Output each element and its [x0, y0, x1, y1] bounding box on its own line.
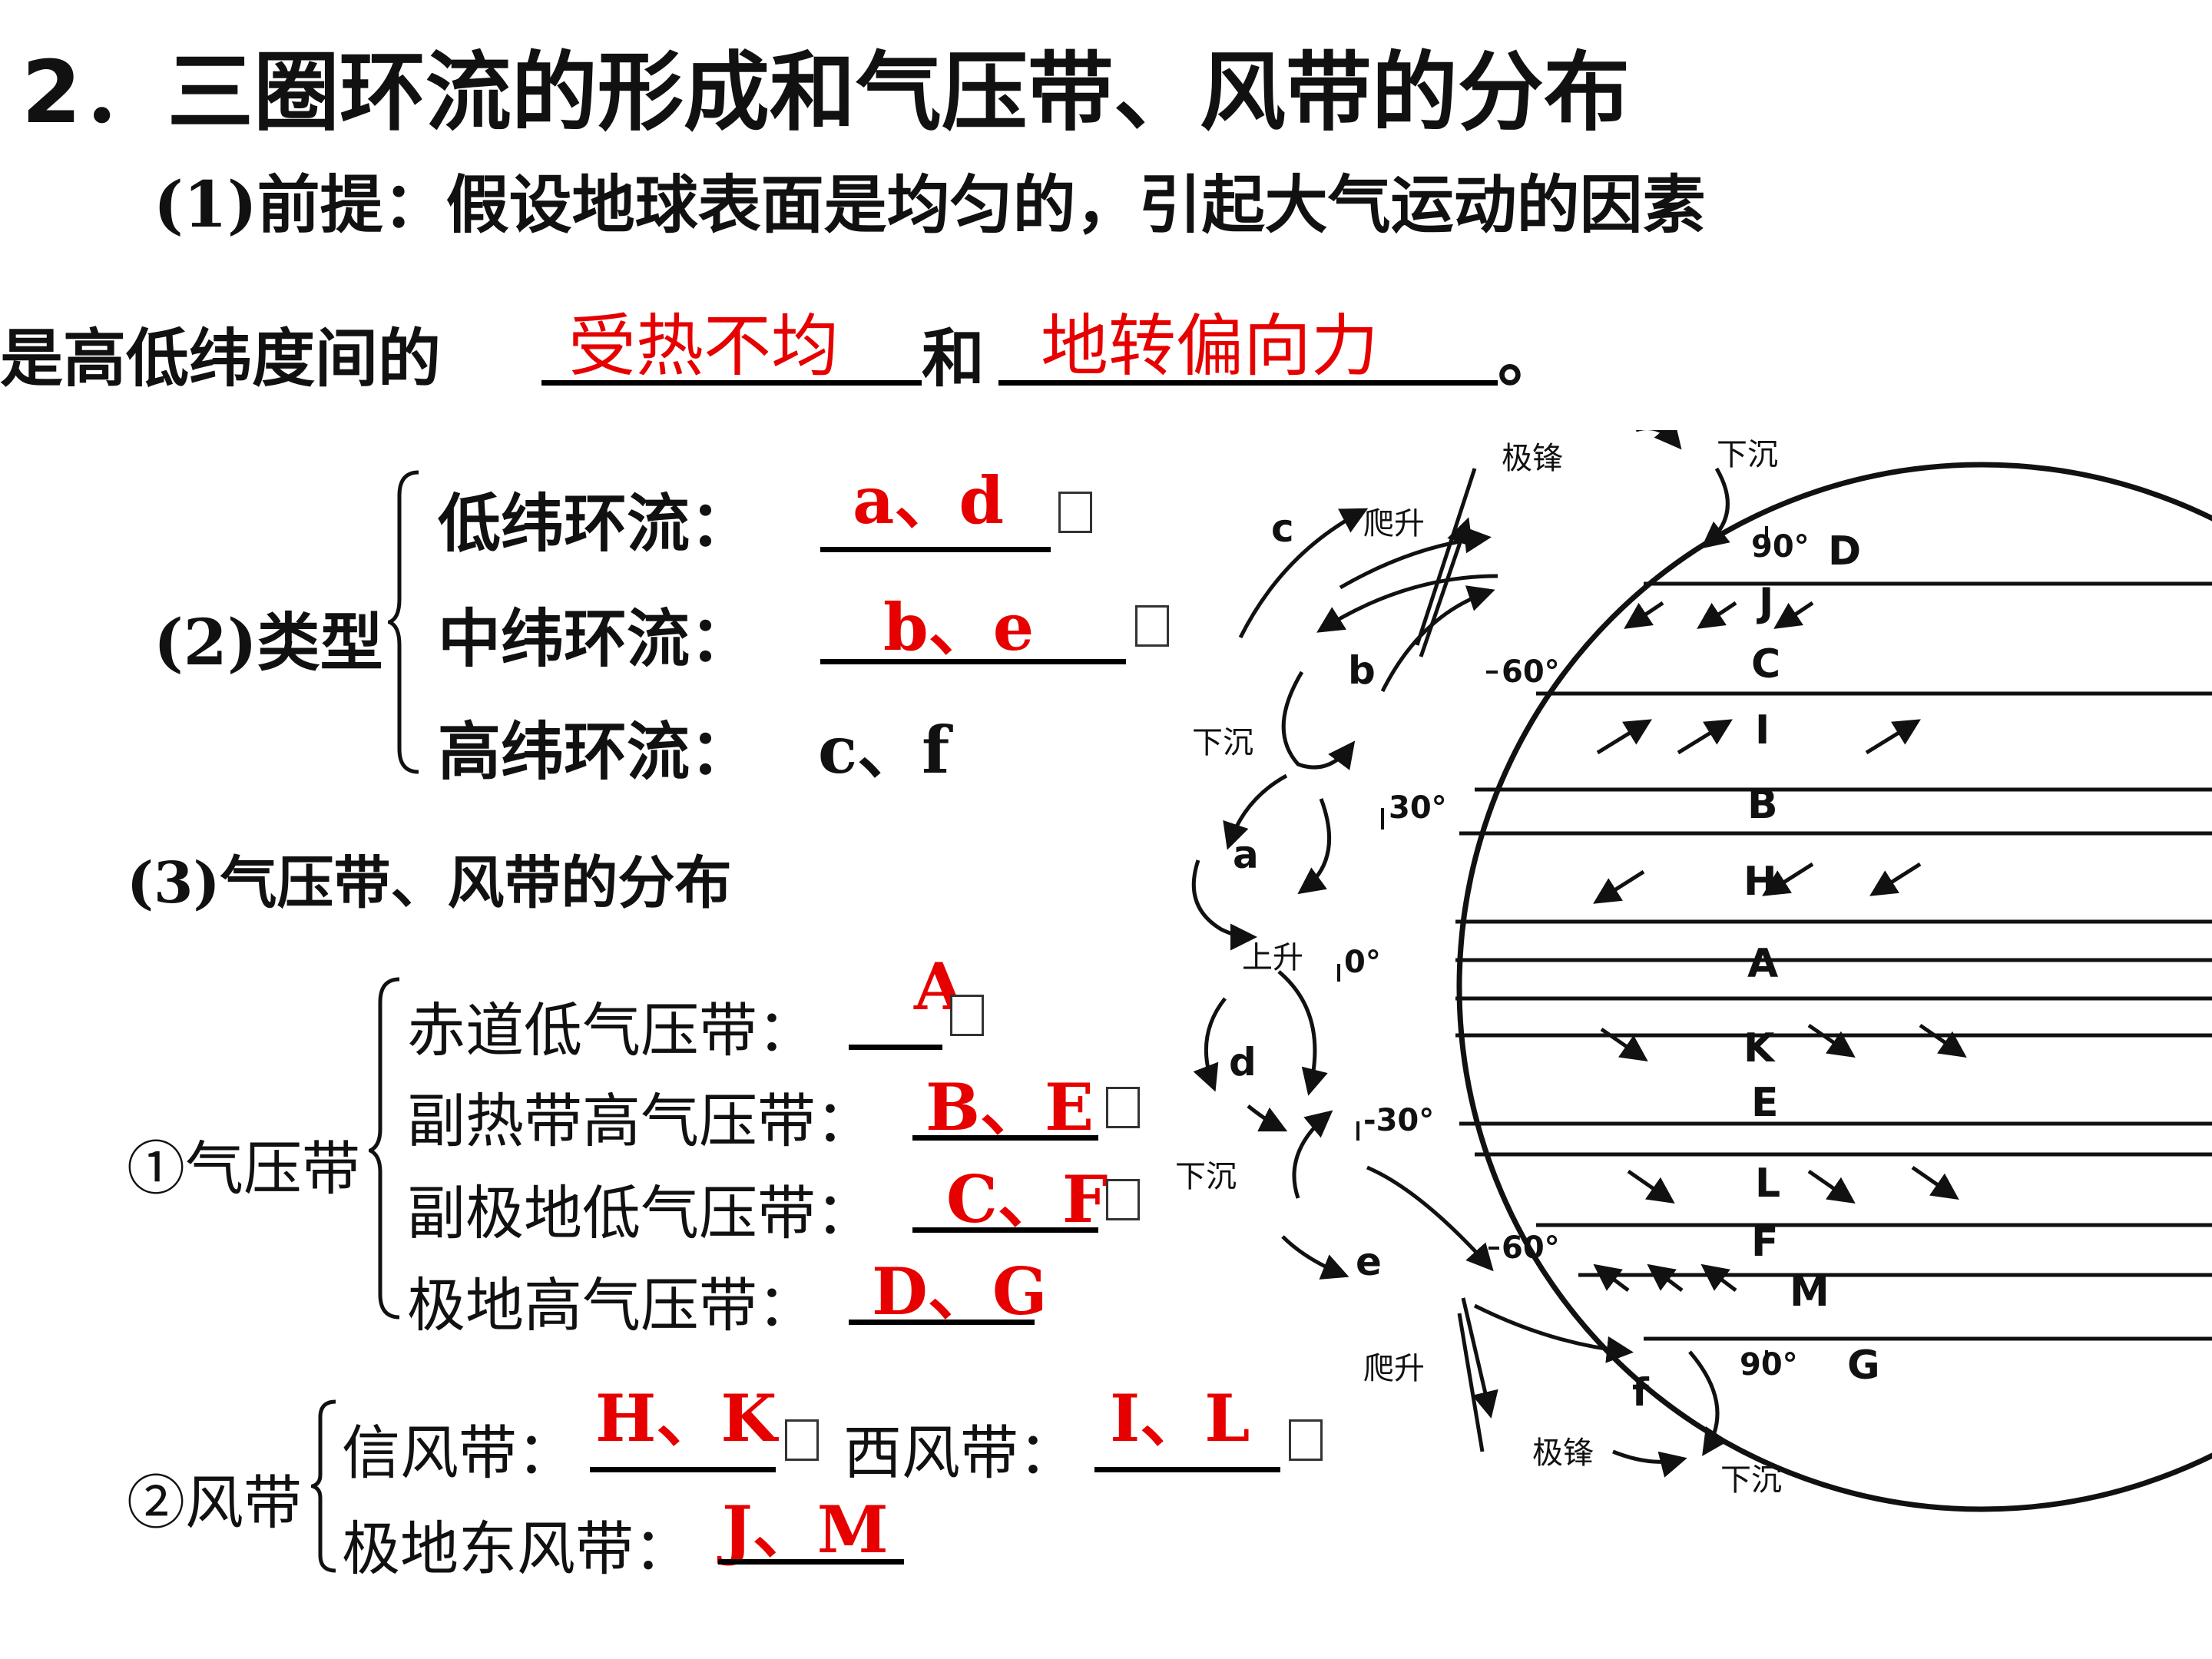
blank-line: [820, 547, 1051, 552]
latitude-lines: [1455, 581, 2212, 1341]
band-letter: I: [1755, 707, 1770, 753]
blank-line: [820, 659, 1126, 664]
high-circulation-answer: c、f: [818, 712, 950, 788]
three-cell-circulation-diagram: D J C I B H A K E L F M G 90° 60° 30° 0°…: [1175, 430, 2212, 1512]
blank-line: [590, 1467, 776, 1472]
cell-letter: a: [1233, 833, 1259, 877]
blank-line: [849, 1045, 942, 1050]
band-letter: L: [1755, 1161, 1780, 1207]
blank-line: [912, 1227, 1098, 1233]
trade-wind-label: 信风带：: [342, 1419, 575, 1487]
subpolar-low-answer: C、F: [946, 1161, 1108, 1237]
band-letter: F: [1751, 1220, 1779, 1266]
band-letter: D: [1828, 528, 1861, 575]
missing-glyph-box: [1106, 1179, 1140, 1220]
missing-glyph-box: [1135, 605, 1169, 647]
annotation-polar-front: 极锋: [1502, 441, 1563, 476]
band-letter: C: [1751, 641, 1780, 687]
premise-line2-prefix: 是高低纬度间的: [0, 322, 442, 396]
low-circulation-label: 低纬环流：: [438, 487, 753, 561]
latitude-label: 0°: [1344, 945, 1381, 980]
subpolar-low-label: 副极地低气压带：: [407, 1179, 874, 1247]
pressure-brace: [369, 977, 400, 1320]
blank-line: [1094, 1467, 1280, 1472]
band-letter: B: [1747, 782, 1778, 828]
blank-line: [912, 1135, 1098, 1141]
band-letter: H: [1743, 859, 1777, 905]
band-letter: M: [1790, 1270, 1830, 1316]
annotation-polar-front: 极锋: [1532, 1435, 1594, 1471]
polar-high-answer: D、G: [872, 1253, 1048, 1330]
westerly-label: 西风带：: [843, 1419, 1077, 1487]
blank-line: [718, 1559, 904, 1565]
premise-answer-uneven-heating: 受热不均: [568, 306, 839, 386]
winds-brace: [311, 1399, 336, 1573]
pressure-label: ①气压带: [127, 1134, 360, 1203]
globe-outline: [1456, 462, 2212, 1512]
types-brace: [388, 470, 419, 774]
polar-easterly-label: 极地东风带：: [342, 1515, 692, 1583]
missing-glyph-box: [950, 995, 984, 1036]
mid-circulation-answer: b、e: [883, 589, 1035, 665]
band-letter: J: [1757, 580, 1773, 626]
winds-label: ②风带: [127, 1469, 302, 1537]
distribution-heading: (3)气压带、风带的分布: [127, 850, 732, 916]
trade-wind-answer: H、K: [595, 1380, 777, 1456]
annotation-rising: 上升: [1242, 940, 1303, 975]
premise-answer-coriolis: 地转偏向力: [1041, 306, 1379, 386]
latitude-label: -30°: [1363, 1103, 1434, 1138]
westerly-answer: I、L: [1110, 1380, 1250, 1456]
polar-high-label: 极地高气压带：: [407, 1271, 816, 1339]
page-title: 2．三圈环流的形成和气压带、风带的分布: [22, 43, 1630, 143]
subtropical-high-answer: B、E: [926, 1069, 1094, 1145]
band-letter: G: [1847, 1343, 1880, 1389]
missing-glyph-box: [1058, 492, 1092, 533]
latitude-label: 90°: [1740, 1347, 1798, 1382]
low-circulation-answer: a、d: [853, 462, 1005, 538]
missing-glyph-box: [1289, 1419, 1323, 1461]
blank-line: [541, 380, 922, 386]
latitude-label: 30°: [1389, 790, 1447, 826]
equatorial-low-label: 赤道低气压带：: [407, 996, 816, 1065]
cell-letter: b: [1348, 648, 1376, 693]
latitude-label: 90°: [1751, 529, 1810, 565]
band-letter: K: [1743, 1025, 1776, 1071]
blank-line: [849, 1320, 1035, 1325]
annotation-rising: 爬升: [1363, 506, 1425, 541]
blank-line: [998, 380, 1498, 386]
missing-glyph-box: [1106, 1087, 1140, 1128]
premise-connector: 和: [922, 322, 985, 396]
cell-letter: e: [1356, 1240, 1382, 1284]
mid-circulation-label: 中纬环流：: [438, 602, 753, 676]
annotation-sinking: 下沉: [1720, 1462, 1782, 1498]
annotation-sinking: 下沉: [1192, 725, 1253, 760]
subtropical-high-label: 副热带高气压带：: [407, 1087, 874, 1155]
premise-end: 。: [1498, 322, 1561, 396]
cell-letter: d: [1229, 1040, 1257, 1084]
band-letter: E: [1751, 1080, 1779, 1126]
premise-line1: (1)前提：假设地球表面是均匀的，引起大气运动的因素: [154, 168, 1706, 242]
cell-letter: f: [1632, 1370, 1650, 1415]
polar-easterly-answer: J、M: [722, 1492, 889, 1568]
latitude-label: 60°: [1502, 654, 1560, 690]
annotation-sinking: 下沉: [1717, 437, 1778, 472]
missing-glyph-box: [785, 1419, 819, 1461]
band-letter: A: [1747, 941, 1778, 987]
annotation-sinking: 下沉: [1175, 1159, 1237, 1194]
annotation-rising: 爬升: [1363, 1351, 1425, 1386]
types-label: (2)类型: [154, 606, 383, 680]
high-circulation-label: 高纬环流：: [438, 715, 753, 789]
wind-arrows: [1593, 601, 1967, 1292]
cell-letter: c: [1271, 506, 1294, 551]
circulation-cell-arrows: [1191, 430, 1730, 1478]
latitude-label: 60°: [1502, 1230, 1560, 1266]
